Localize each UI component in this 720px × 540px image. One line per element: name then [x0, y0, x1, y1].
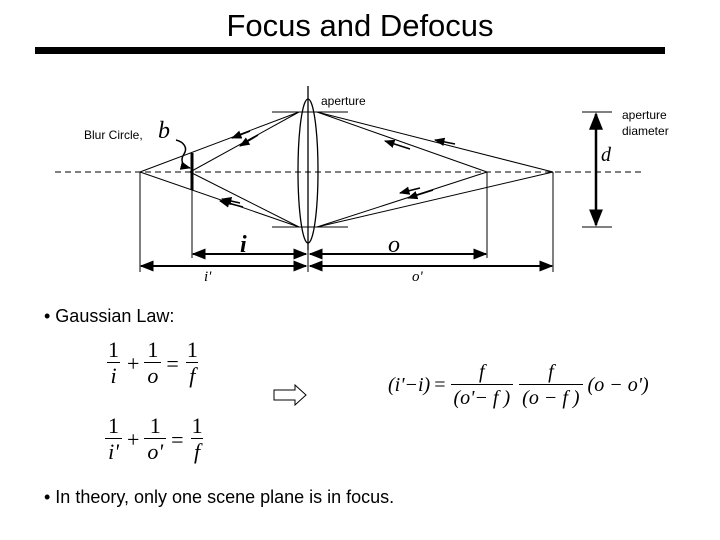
- label-o-prime: o': [412, 269, 423, 285]
- slide-title: Focus and Defocus: [226, 8, 494, 43]
- lens-diagram: [55, 86, 642, 272]
- bullet-one-scene-plane: • In theory, only one scene plane is in …: [44, 487, 395, 507]
- equation-defocus-result: (i'−i)=f(o'− f )f(o − f )(o − o'): [388, 361, 649, 409]
- blur-symbol-b: b: [158, 118, 170, 144]
- aperture-diameter-label-2: diameter: [622, 124, 669, 138]
- diameter-symbol-d: d: [601, 144, 611, 166]
- bullet-gaussian-law: • Gaussian Law:: [44, 306, 175, 326]
- title-underline: [35, 47, 665, 54]
- label-i-prime: i': [204, 269, 212, 285]
- label-i: i: [240, 232, 247, 258]
- implies-arrow-icon: [273, 384, 307, 406]
- aperture-label: aperture: [321, 94, 366, 108]
- blur-circle-pointer: [175, 139, 192, 170]
- label-o: o: [388, 232, 400, 258]
- aperture-diameter-label-1: aperture: [622, 108, 667, 122]
- blur-circle-label: Blur Circle,: [84, 128, 143, 142]
